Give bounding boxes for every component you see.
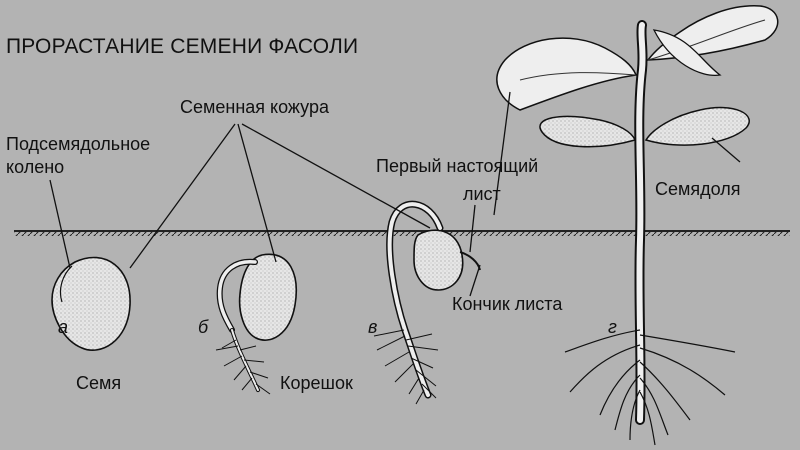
- seed-stage-a: [51, 256, 131, 351]
- label-leaf-tip: Кончик листа: [452, 294, 563, 314]
- label-hypocotyl-line1: Подсемядольное: [6, 134, 151, 154]
- stage-letter-c: в: [368, 317, 378, 337]
- diagram-title: ПРОРАСТАНИЕ СЕМЕНИ ФАСОЛИ: [6, 35, 359, 58]
- label-hypocotyl-line2: колено: [6, 157, 65, 177]
- stage-letter-b: б: [198, 317, 209, 337]
- label-root: Корешок: [280, 373, 353, 393]
- stage-letter-a: а: [58, 317, 69, 337]
- seedling-stage-c: [373, 200, 481, 405]
- soil-line: [14, 230, 790, 236]
- seed-stage-b: [215, 253, 297, 395]
- stage-letter-d: г: [608, 317, 617, 337]
- label-seed-coat: Семенная кожура: [180, 97, 329, 117]
- leader-lines: [49, 91, 741, 297]
- label-seed: Семя: [76, 373, 122, 393]
- label-first-leaf-line2: лист: [463, 184, 501, 204]
- plant-stage-d: [496, 5, 779, 446]
- label-first-leaf-line1: Первый настоящий: [376, 156, 539, 176]
- label-cotyledon: Семядоля: [655, 179, 741, 199]
